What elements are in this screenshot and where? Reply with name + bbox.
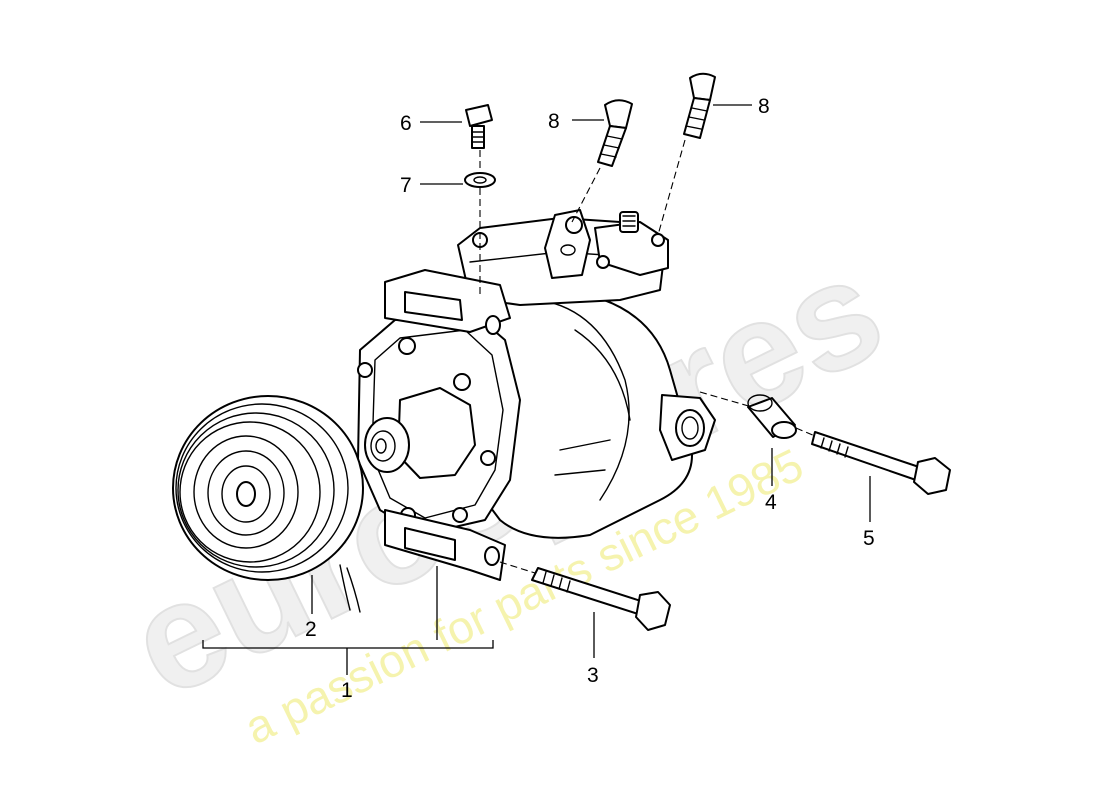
- hex-flange-bolt-lower: [531, 567, 671, 631]
- callout-3: 3: [587, 664, 599, 687]
- spacer-sleeve: [747, 394, 797, 439]
- hex-flange-bolt-rear: [811, 431, 951, 495]
- callout-8-left: 8: [548, 110, 560, 133]
- callout-2: 2: [305, 618, 317, 641]
- callout-7: 7: [400, 174, 412, 197]
- socket-bolt-right: [683, 72, 716, 139]
- socket-bolt-left: [597, 99, 633, 167]
- alignment-lines: [479, 139, 816, 574]
- hex-bolt-top: [465, 104, 493, 149]
- callout-4: 4: [765, 491, 777, 514]
- compressor-body: [357, 209, 716, 581]
- callout-1: 1: [341, 679, 353, 702]
- callout-6: 6: [400, 112, 412, 135]
- washer: [464, 172, 496, 188]
- leader-lines: [202, 104, 871, 675]
- callout-5: 5: [863, 527, 875, 550]
- callout-8-right: 8: [758, 95, 770, 118]
- clutch-pulley: [172, 395, 364, 613]
- callout-labels: 1 2 3 4 5 6 7 8 8: [305, 95, 875, 702]
